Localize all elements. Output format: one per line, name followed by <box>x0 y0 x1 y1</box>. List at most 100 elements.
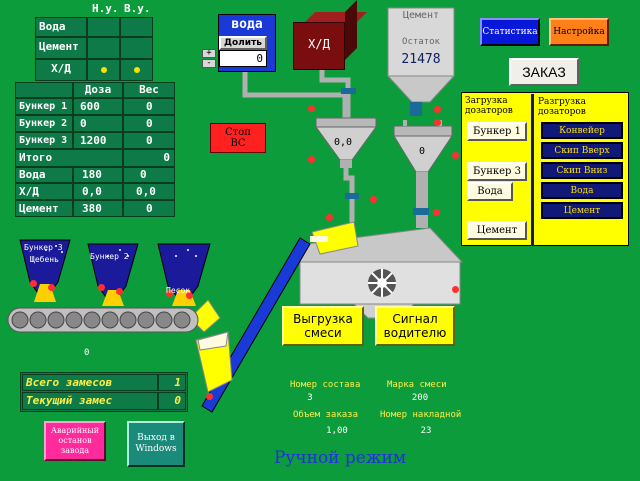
mixer-rotor <box>368 269 396 297</box>
water-pipe <box>242 68 348 120</box>
water-outlet-valve <box>345 193 359 199</box>
mix-grade-label: Марка смеси <box>387 380 447 390</box>
water-minus-button[interactable]: - <box>202 59 216 68</box>
cement-dose: 380 <box>73 200 123 217</box>
water-plus-button[interactable]: + <box>202 49 216 58</box>
hd-low-level <box>87 59 120 81</box>
unload-panel-title: Разгрузка дозаторов <box>538 97 587 117</box>
hd-low-indicator <box>101 67 107 73</box>
cement-silo-cone <box>386 75 456 103</box>
invoice-number-value: 23 <box>420 426 432 436</box>
cement-silo <box>387 7 455 77</box>
unload-skip-down-button[interactable]: Скип Вниз <box>541 162 623 179</box>
bin1-dose: 600 <box>73 98 123 115</box>
cement-label: Цемент <box>15 200 73 217</box>
bin3-dose: 1200 <box>73 132 123 149</box>
bin2-label-tag: Бункер 2 <box>90 252 129 261</box>
hd-tank: Х/Д <box>293 22 345 70</box>
sensor-dot <box>452 152 459 159</box>
recipe-number-label: Номер состава <box>290 380 361 390</box>
dose-header: Доза <box>73 82 123 98</box>
cement-weigher-top <box>393 125 453 137</box>
sensor-dot <box>434 106 441 113</box>
bin1-label: Бункер 1 <box>15 98 73 115</box>
sensor-dot <box>48 284 55 291</box>
dose-table-corner <box>15 82 73 98</box>
water-weight: 0 <box>123 167 175 183</box>
hd-dose: 0,0 <box>73 183 123 200</box>
unload-conveyor-button[interactable]: Конвейер <box>541 122 623 139</box>
water-label: Вода <box>15 167 73 183</box>
statistics-button[interactable]: Статистика <box>480 18 540 46</box>
current-batch-value: 0 <box>158 392 186 410</box>
conveyor <box>7 307 199 333</box>
weight-header: Вес <box>123 82 175 98</box>
sensor-dot <box>166 290 173 297</box>
bin1-weight: 0 <box>123 98 175 115</box>
driver-signal-button[interactable]: Сигнал водителю <box>375 306 455 346</box>
bin-sparkles <box>45 245 197 257</box>
order-volume-label: Объем заказа <box>293 410 359 420</box>
unload-skip-up-button[interactable]: Скип Вверх <box>541 142 623 159</box>
sensor-dot <box>30 280 37 287</box>
bin-1 <box>157 243 211 306</box>
bin2-dose: 0 <box>73 115 123 132</box>
total-batches-label: Всего замесов <box>22 374 158 391</box>
cement-low-level <box>87 37 120 59</box>
water-weigher-top <box>315 117 377 128</box>
row-label-cement: Цемент <box>35 37 87 59</box>
cement-outlet-valve <box>413 208 429 215</box>
water-high-level <box>120 17 153 37</box>
water-value-field[interactable]: 0 <box>219 50 267 67</box>
emergency-stop-button[interactable]: Аварийный останов завода <box>44 421 106 461</box>
cement-title: Цемент <box>402 10 440 21</box>
exit-windows-button[interactable]: Выход в Windows <box>127 421 185 467</box>
unload-cement-button[interactable]: Цемент <box>541 202 623 219</box>
sensor-dot <box>452 286 459 293</box>
conveyor-weight: 0 <box>84 348 90 358</box>
bin3-label-tag: Бункер 3 <box>24 243 63 252</box>
hd-pipe <box>319 68 351 120</box>
sensor-dot <box>326 214 333 221</box>
sensor-dot <box>370 196 377 203</box>
bin2-label: Бункер 2 <box>15 115 73 132</box>
skip-bucket-lid <box>310 236 328 242</box>
recipe-number-value: 3 <box>307 393 313 403</box>
load-water-button[interactable]: Вода <box>467 182 513 201</box>
sensor-dot <box>98 284 105 291</box>
mode-label: Ручной режим <box>273 448 407 468</box>
skip-bucket-top <box>311 221 359 255</box>
load-cement-button[interactable]: Цемент <box>467 221 527 240</box>
order-button[interactable]: ЗАКАЗ <box>509 58 579 86</box>
sensor-dot <box>308 105 315 112</box>
sensor-dot <box>433 209 440 216</box>
bin1-material: Песок <box>166 286 191 295</box>
unload-mix-button[interactable]: Выгрузка смеси <box>282 306 364 346</box>
row-label-water: Вода <box>35 17 87 37</box>
cement-remain-label: Остаток <box>402 37 440 47</box>
bin3-material: Щебень <box>30 255 59 264</box>
sensor-dot <box>116 288 123 295</box>
load-bin3-button[interactable]: Бункер 3 <box>467 162 527 181</box>
dosing-panel-divider <box>531 94 534 246</box>
settings-button[interactable]: Настройка <box>549 18 609 46</box>
sensor-dot <box>186 292 193 299</box>
load-bin1-button[interactable]: Бункер 1 <box>467 122 527 141</box>
unload-water-button[interactable]: Вода <box>541 182 623 199</box>
sensor-dot <box>434 119 441 126</box>
water-tank-title: вода <box>231 17 263 32</box>
water-refill-button[interactable]: Долить <box>219 36 267 50</box>
stop-vs-button[interactable]: Стоп ВС <box>210 123 266 153</box>
hd-label: Х/Д <box>15 183 73 200</box>
cement-hanger-left <box>403 120 407 126</box>
bin3-label: Бункер 3 <box>15 132 73 149</box>
total-value: 0 <box>123 149 175 167</box>
hd-tank-label: Х/Д <box>308 37 330 51</box>
row-label-hd: Х/Д <box>35 59 87 81</box>
load-panel-title: Загрузка дозаторов <box>465 96 513 116</box>
cement-weight: 0 <box>123 200 175 217</box>
cement-weigher-value: 0 <box>418 146 426 157</box>
current-batch-label: Текущий замес <box>22 392 158 410</box>
cement-outlet-pipe <box>416 172 428 228</box>
water-outlet-pipe <box>343 168 355 230</box>
